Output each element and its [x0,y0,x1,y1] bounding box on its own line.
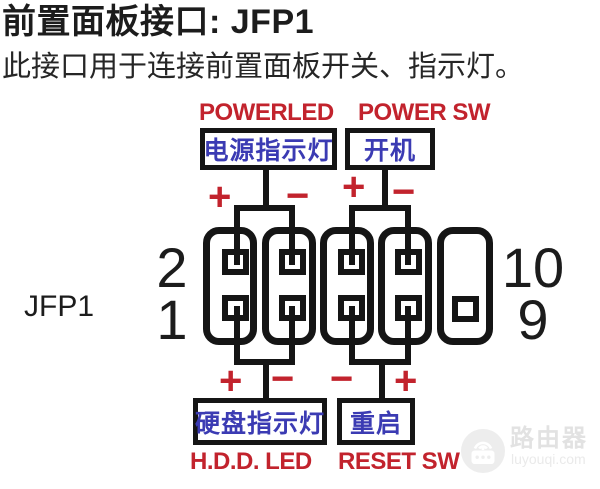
hdd-plus-sign: + [219,359,243,403]
label-power-sw: POWER SW [358,99,491,126]
box-reset-sw-label: 重启 [349,409,402,438]
wire-powersw-bar [349,205,411,211]
powersw-plus-sign: + [342,165,366,209]
box-reset-sw-zh: 重启 [337,398,415,445]
router-icon [461,429,505,473]
label-hdd-led: H.D.D. LED [190,448,312,475]
page-subtitle: 此接口用于连接前置面板开关、指示灯。 [2,51,525,83]
powerled-minus-sign: − [286,174,310,218]
pin-number-10: 10 [501,236,565,299]
pin-9 [452,296,479,322]
box-power-sw-zh: 开机 [345,128,435,170]
pin-column-3 [320,227,374,345]
reset-plus-sign: + [394,359,418,403]
wire-hdd-plus-leg [234,306,240,365]
pin-number-9: 9 [517,288,549,351]
hdd-minus-sign: − [271,357,295,401]
wire-reset-minus-leg [349,306,355,365]
watermark-logo [461,429,505,473]
wire-powerled-minus-leg [289,205,295,265]
wire-hdd-minus-leg [289,306,295,365]
powersw-minus-sign: − [392,170,416,214]
wire-powersw-stem [382,169,388,211]
reset-minus-sign: − [330,357,354,401]
box-power-led-zh: 电源指示灯 [200,128,337,170]
pin-number-1: 1 [156,288,188,351]
label-reset-sw: RESET SW [338,448,460,475]
powerled-plus-sign: + [208,175,232,219]
box-hdd-led-zh: 硬盘指示灯 [193,398,327,445]
wire-powersw-plus-leg [349,205,355,265]
pin-column-5 [437,227,493,345]
watermark-name: 路由器 [510,425,588,452]
box-power-led-label: 电源指示灯 [203,137,334,165]
wire-powerled-bar [234,205,295,211]
connector-label: JFP1 [24,290,95,323]
pin-number-2: 2 [156,236,188,299]
wire-reset-plus-leg [405,306,411,365]
wire-powerled-plus-leg [234,205,240,265]
pin-column-1 [203,227,257,345]
wire-reset-stem [379,359,385,400]
box-power-sw-label: 开机 [363,137,416,165]
page-title: 前置面板接口: JFP1 [2,3,315,41]
wire-powerled-stem [263,169,269,211]
label-powerled: POWERLED [199,99,334,126]
box-hdd-led-label: 硬盘指示灯 [195,409,326,438]
wire-hdd-stem [263,359,269,400]
pin-1 [222,295,249,321]
wire-powersw-minus-leg [405,205,411,265]
watermark-domain: luyouqi.com [511,451,586,467]
